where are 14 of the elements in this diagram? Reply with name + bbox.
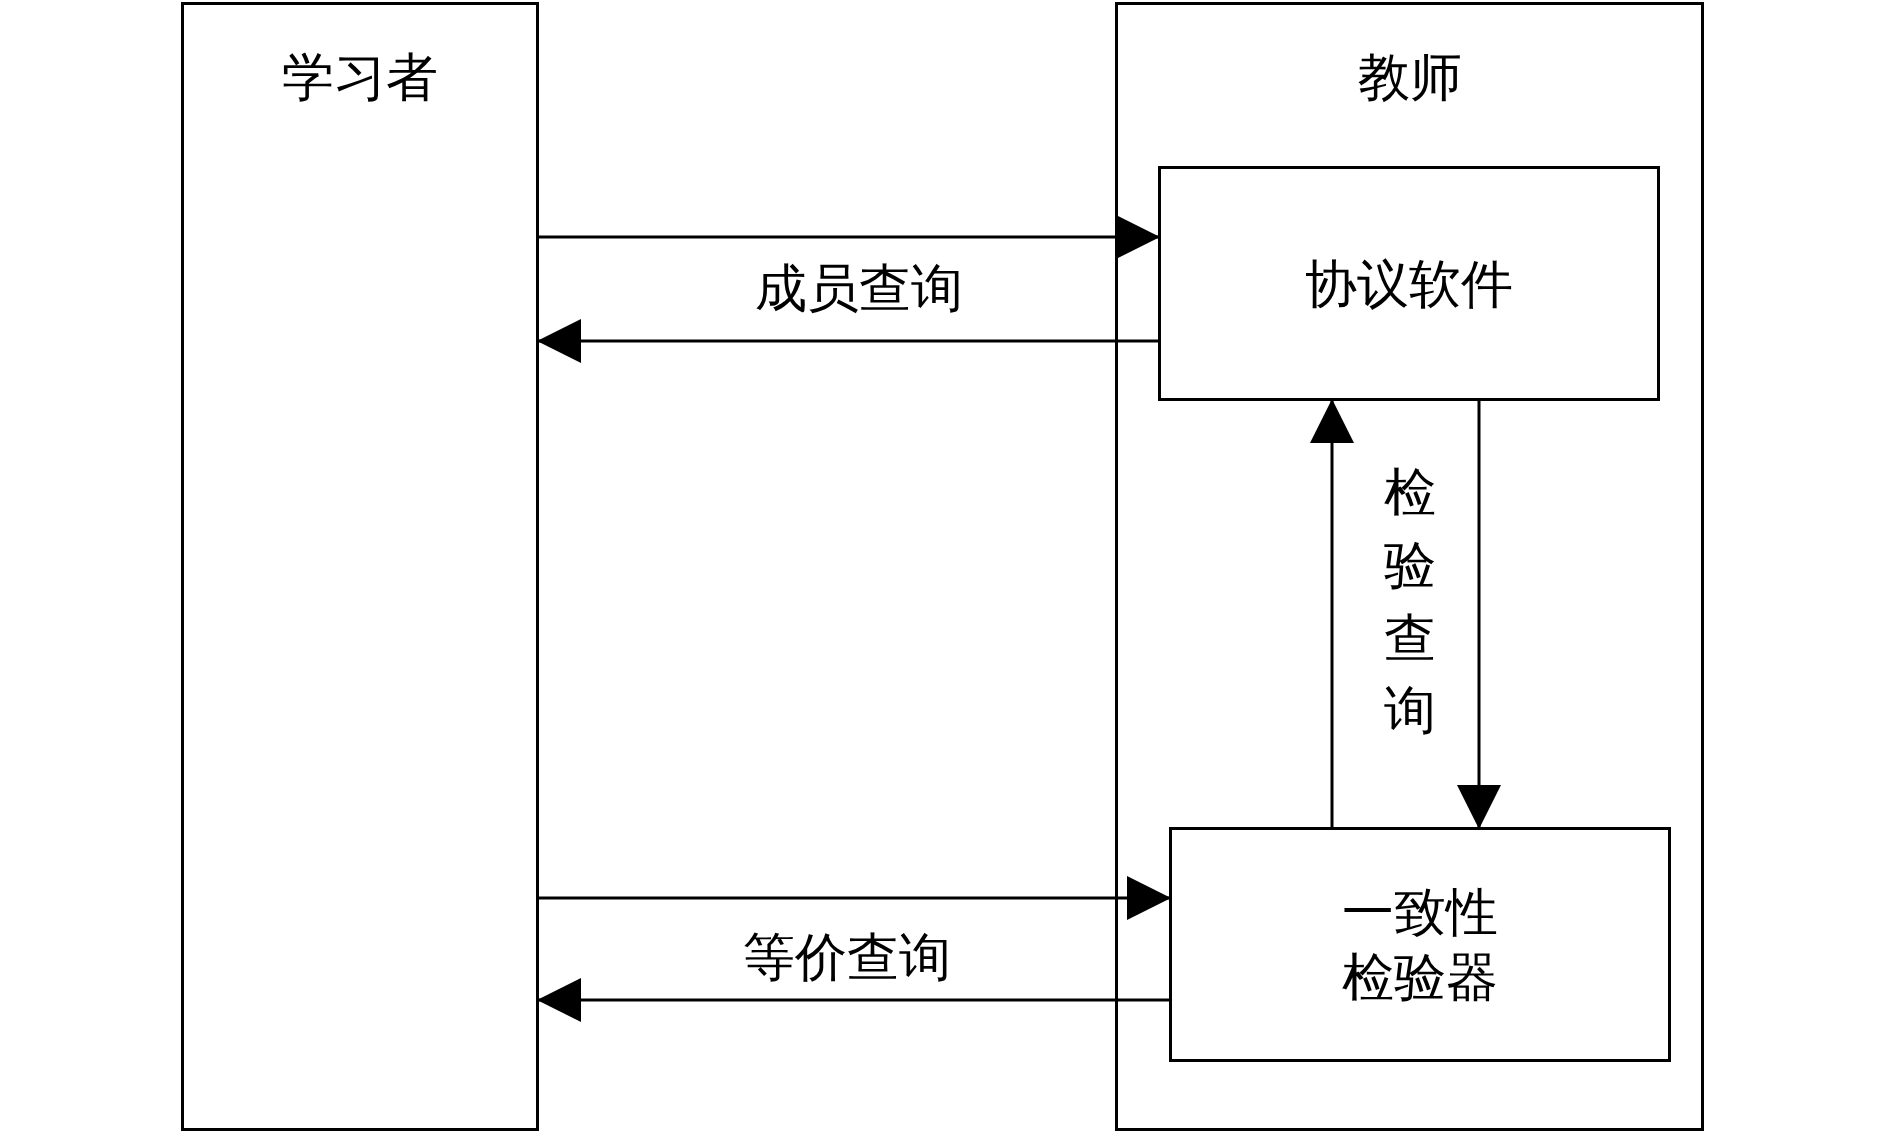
process-box	[1158, 166, 1660, 401]
process-box	[1169, 827, 1671, 1062]
arrow	[539, 876, 1171, 920]
swimlane-box	[1115, 2, 1704, 1131]
arrow	[1457, 401, 1501, 829]
box-label: 协议软件	[1304, 252, 1514, 315]
arrow	[1310, 399, 1354, 827]
lane-title: 学习者	[281, 46, 439, 109]
swimlane-box	[181, 2, 539, 1131]
arrow	[539, 215, 1160, 259]
arrow	[537, 978, 1169, 1022]
lane-title: 教师	[1356, 46, 1463, 109]
box-label: 一致性检验器	[1341, 880, 1499, 1009]
arrow	[537, 319, 1158, 363]
